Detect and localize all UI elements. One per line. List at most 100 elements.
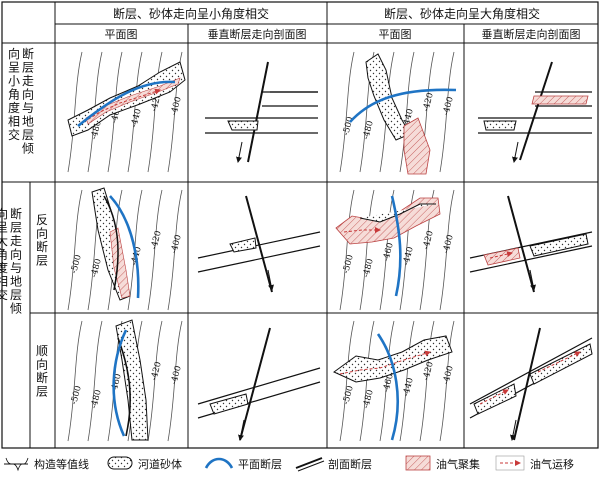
contour-label: -420 bbox=[149, 361, 164, 382]
plan-view-antithetic-small bbox=[91, 187, 140, 301]
contour-line bbox=[399, 51, 415, 173]
contour-line bbox=[147, 51, 163, 173]
contour-label: -400 bbox=[441, 365, 456, 386]
header-plan-2: 平面图 bbox=[379, 28, 412, 41]
section-view-synthetic-small bbox=[197, 327, 321, 441]
row-label-column: 向呈小角度相交 bbox=[8, 46, 20, 142]
contour-line bbox=[439, 320, 455, 442]
section-view-small-small bbox=[205, 61, 318, 163]
row-label-antithetic: 反向断层 bbox=[36, 213, 48, 268]
plan-fault bbox=[376, 333, 399, 441]
header-small-angle: 断层、砂体走向呈小角度相交 bbox=[113, 6, 269, 21]
row-label-synthetic: 顺向断层 bbox=[36, 344, 48, 399]
contour-line bbox=[339, 320, 355, 442]
contour-label: -480 bbox=[361, 120, 376, 141]
contour-line bbox=[87, 320, 103, 442]
contour-line bbox=[147, 320, 163, 442]
contour-label: -420 bbox=[421, 92, 436, 113]
row-label-column: 向呈大角度相交 bbox=[0, 206, 8, 302]
plan-fault bbox=[349, 88, 457, 123]
contour-line bbox=[147, 189, 163, 311]
legend-section-fault-icon bbox=[295, 457, 325, 472]
section-view-synthetic-large bbox=[469, 327, 593, 441]
contour-line bbox=[339, 51, 355, 173]
contour-line bbox=[67, 320, 83, 442]
contour-line bbox=[379, 189, 395, 311]
row-label-column: 反向断层 bbox=[36, 213, 48, 268]
contour-label: -460 bbox=[109, 373, 124, 394]
legend-migration-icon bbox=[495, 455, 525, 471]
contour-line bbox=[399, 320, 415, 442]
legend-accumulation-label: 油气聚集 bbox=[436, 457, 480, 471]
contour-label: -400 bbox=[169, 365, 184, 386]
contour-lines: -500 -480 -460 -440 -420 -400 bbox=[339, 189, 456, 311]
contour-label: -400 bbox=[441, 234, 456, 255]
legend-channel-sand-label: 河道砂体 bbox=[138, 457, 182, 471]
contour-label: -460 bbox=[381, 373, 396, 394]
plan-view-small-small bbox=[67, 61, 186, 137]
plan-fault bbox=[112, 329, 128, 437]
contour-label: -500 bbox=[69, 385, 84, 406]
contour-label: -420 bbox=[421, 361, 436, 382]
contour-label: -440 bbox=[129, 108, 144, 129]
row-label-column: 断层走向与地层倾 bbox=[10, 206, 22, 316]
contour-line bbox=[399, 189, 415, 311]
plan-fault bbox=[390, 195, 402, 297]
contour-label: -440 bbox=[401, 377, 416, 398]
section-view-large-small bbox=[478, 61, 592, 163]
contour-line bbox=[419, 320, 435, 442]
header-section-2: 垂直断层走向剖面图 bbox=[482, 27, 581, 41]
contour-label: -440 bbox=[401, 246, 416, 267]
header-plan-1: 平面图 bbox=[105, 28, 138, 41]
contour-label: -500 bbox=[341, 254, 356, 275]
plan-view-synthetic-large bbox=[333, 333, 453, 441]
contour-label: -420 bbox=[149, 230, 164, 251]
legend-accumulation-icon bbox=[405, 455, 431, 471]
header-section-1: 垂直断层走向剖面图 bbox=[208, 27, 307, 41]
legend-plan-fault-icon bbox=[204, 457, 234, 469]
contour-line bbox=[339, 189, 355, 311]
contour-label: -460 bbox=[381, 242, 396, 263]
contour-label: -480 bbox=[361, 389, 376, 410]
contour-label: -400 bbox=[169, 234, 184, 255]
section-view-antithetic-small bbox=[197, 195, 321, 293]
legend-channel-sand-icon bbox=[107, 456, 133, 470]
contour-lines: -500 -480 -460 -440 -420 -400 bbox=[339, 320, 456, 442]
contour-line bbox=[439, 189, 455, 311]
legend-contour-icon bbox=[4, 457, 29, 472]
contour-line bbox=[127, 51, 143, 173]
table-grid bbox=[1, 1, 599, 449]
header-large-angle: 断层、砂体走向呈大角度相交 bbox=[384, 6, 540, 21]
legend-section-fault-label: 剖面断层 bbox=[328, 457, 372, 471]
contour-label: -480 bbox=[361, 258, 376, 279]
contour-line bbox=[167, 189, 183, 311]
plan-fault bbox=[77, 80, 176, 128]
contour-label: -400 bbox=[169, 96, 184, 117]
contour-line bbox=[379, 320, 395, 442]
row-label-column: 断层走向与地层倾 bbox=[22, 46, 34, 156]
contour-line bbox=[439, 51, 455, 173]
contour-label: -500 bbox=[341, 385, 356, 406]
legend: 构造等值线 河道砂体 平面断层 剖面断层 油气聚集 油气运移 bbox=[4, 455, 574, 472]
legend-migration-label: 油气运移 bbox=[530, 457, 574, 471]
contour-line bbox=[67, 51, 83, 173]
contour-label: -400 bbox=[441, 96, 456, 117]
legend-contour-label: 构造等值线 bbox=[34, 457, 89, 471]
contour-label: -480 bbox=[89, 258, 104, 279]
plan-view-synthetic-small bbox=[112, 319, 149, 441]
contour-line bbox=[67, 189, 83, 311]
plan-view-antithetic-large bbox=[335, 195, 441, 297]
section-view-antithetic-large bbox=[469, 195, 593, 293]
contour-label: -480 bbox=[89, 389, 104, 410]
plan-fault bbox=[109, 195, 140, 299]
contour-label: -420 bbox=[421, 230, 436, 251]
contour-label: -500 bbox=[69, 254, 84, 275]
legend-plan-fault-label: 平面断层 bbox=[238, 457, 282, 471]
plan-view-large-small bbox=[349, 53, 457, 175]
contour-line bbox=[167, 320, 183, 442]
row-label-column: 顺向断层 bbox=[36, 344, 48, 399]
